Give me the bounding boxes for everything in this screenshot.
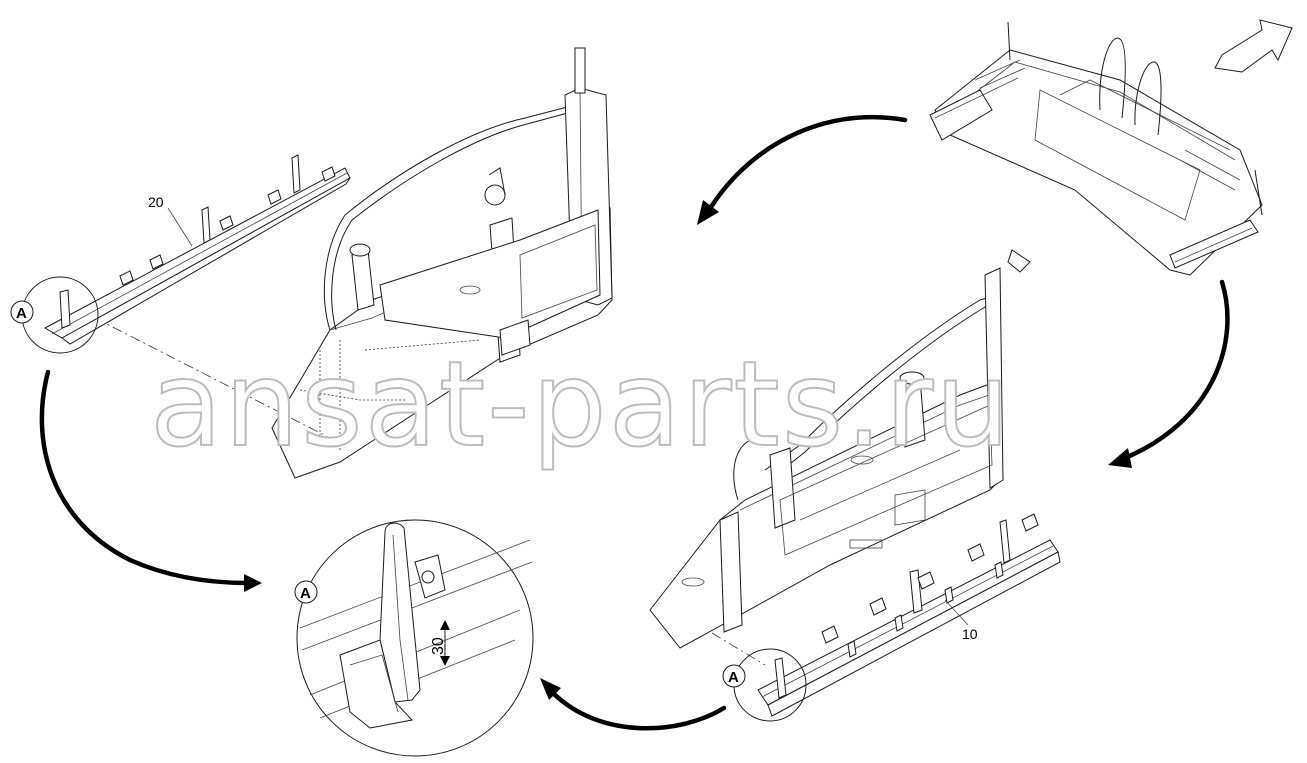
guard-rail-part-20: 20 A [10, 154, 351, 354]
detail-a-view: 30 A [294, 519, 534, 757]
flow-arrow-left [39, 369, 251, 586]
watermark-text: ansat-parts.ru [150, 335, 1012, 473]
guard-rail-part-10: 10 A [722, 513, 1061, 722]
view-direction-arrow-icon [1214, 19, 1293, 73]
callout-a-right: A [728, 669, 739, 686]
callout-a-detail: A [300, 585, 311, 602]
flow-arrow-bottom [549, 689, 727, 731]
paver-screed-overview [929, 21, 1263, 276]
flow-arrows [39, 114, 1230, 731]
right-side-plate-assembly [649, 249, 1031, 666]
dimension-30-label: 30 [430, 637, 447, 655]
left-side-plate-assembly [94, 47, 613, 479]
part-10-label: 10 [962, 626, 978, 642]
flow-arrow-right [1122, 279, 1230, 461]
callout-a-left: A [16, 305, 27, 322]
flow-arrow-top [705, 114, 908, 215]
part-20-label: 20 [148, 194, 164, 210]
